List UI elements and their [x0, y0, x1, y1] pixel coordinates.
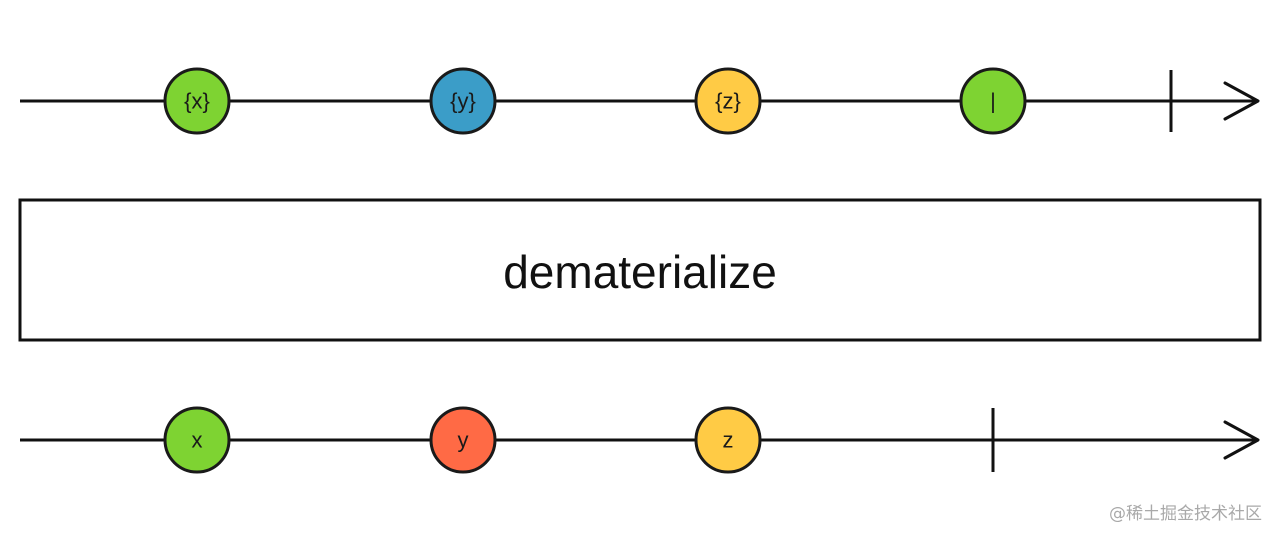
result-marble: y	[429, 406, 497, 474]
watermark-text: @稀土掘金技术社区	[1109, 504, 1262, 524]
source-marble-circle	[429, 67, 497, 135]
source-marble-circle	[694, 67, 762, 135]
result-marble-circle	[163, 406, 231, 474]
source-timeline-arrowhead	[1223, 81, 1260, 121]
operator-box-frame	[18, 198, 1262, 342]
result-timeline: x y z	[20, 406, 1260, 474]
source-marble: {z}	[694, 67, 762, 135]
result-marble-label: z	[723, 428, 734, 453]
source-marble-label: |	[990, 89, 996, 114]
source-marble-label: {x}	[184, 89, 210, 114]
source-marble: {y}	[429, 67, 497, 135]
source-marble: |	[959, 67, 1027, 135]
result-marble: z	[694, 406, 762, 474]
source-timeline: {x} {y} {z} |	[20, 67, 1260, 135]
result-marble: x	[163, 406, 231, 474]
source-marble-circle	[163, 67, 231, 135]
result-marble-label: x	[192, 428, 203, 453]
source-marble-circle	[959, 67, 1027, 135]
source-marble: {x}	[163, 67, 231, 135]
result-marble-circle	[429, 406, 497, 474]
result-marble-circle	[694, 406, 762, 474]
result-timeline-arrowhead	[1223, 420, 1260, 460]
result-marble-label: y	[458, 428, 469, 453]
source-marble-label: {y}	[450, 89, 476, 114]
operator-box: dematerialize	[18, 198, 1262, 342]
source-marble-label: {z}	[715, 89, 741, 114]
operator-label: dematerialize	[503, 246, 777, 298]
